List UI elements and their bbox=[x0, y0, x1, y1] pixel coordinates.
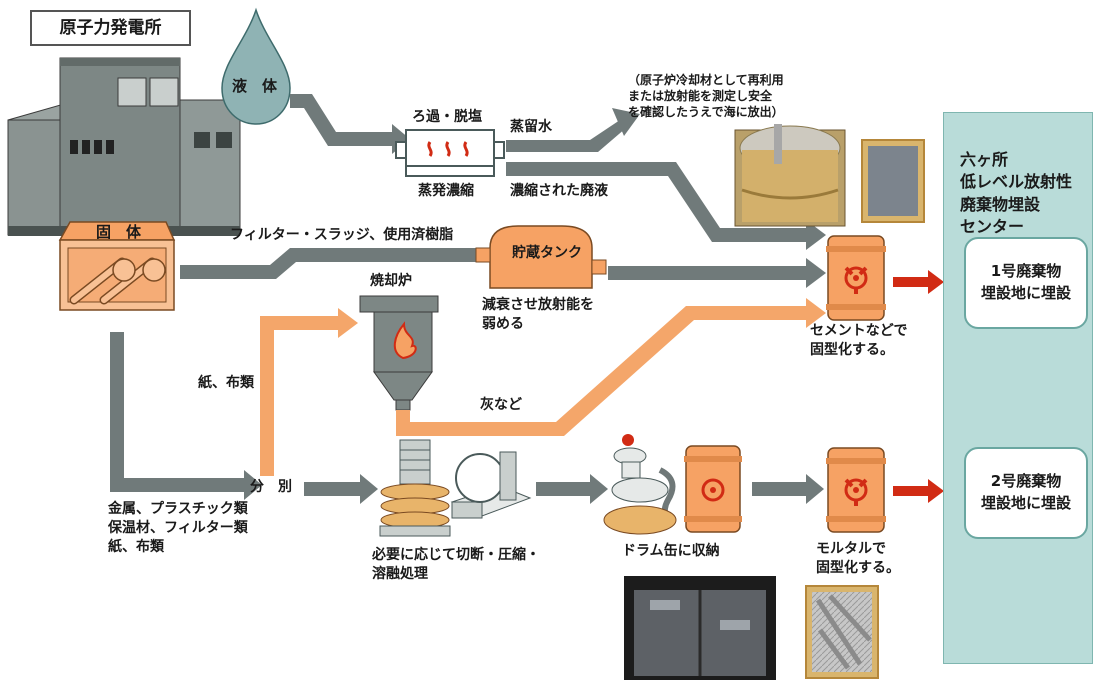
arrow-solid-to-tank bbox=[180, 248, 480, 279]
arrow-head bbox=[590, 474, 608, 504]
evaporator-icon bbox=[395, 129, 505, 177]
evaporation-label: 蒸発濃縮 bbox=[418, 183, 474, 199]
mortar-filled-photo bbox=[805, 585, 879, 679]
arrow-to-site2 bbox=[893, 486, 929, 496]
arrow-process-to-drum bbox=[536, 482, 592, 496]
concentrated-waste-label: 濃縮された廃液 bbox=[510, 183, 608, 199]
distilled-water-label: 蒸留水 bbox=[510, 119, 552, 135]
arrow-head bbox=[244, 470, 262, 500]
arrow-head bbox=[806, 258, 826, 288]
arrow-head bbox=[806, 220, 826, 250]
storage-tank-icon bbox=[475, 225, 607, 289]
ash-label: 灰など bbox=[480, 397, 522, 413]
solid-label: 固 体 bbox=[96, 223, 142, 241]
filter-label: ろ過・脱塩 bbox=[412, 109, 482, 125]
waste-drum-icon bbox=[826, 235, 886, 321]
drum-storage-label: ドラム缶に収納 bbox=[622, 543, 720, 559]
liquid-label: 液 体 bbox=[232, 77, 278, 95]
arrow-head bbox=[928, 479, 944, 503]
arrow-to-site1 bbox=[893, 277, 929, 287]
process-note: 必要に応じて切断・圧縮・ 溶融処理 bbox=[372, 547, 540, 582]
filter-sludge-label: フィルター・スラッジ、使用済樹脂 bbox=[230, 227, 454, 243]
paper-cloth-label: 紙、布類 bbox=[198, 375, 254, 391]
disposal-site-1: 1号廃棄物 埋設地に埋設 bbox=[964, 237, 1088, 329]
drum-storage-icon bbox=[603, 434, 742, 535]
arrow-head bbox=[806, 474, 824, 504]
storage-tank-label: 貯蔵タンク bbox=[512, 245, 582, 261]
arrow-head bbox=[806, 298, 826, 328]
arrow-head bbox=[338, 308, 358, 338]
mortar-drum-icon bbox=[826, 447, 886, 533]
arrow-ash-to-drum bbox=[396, 306, 806, 436]
arrow-head bbox=[612, 108, 640, 136]
drum-interior-photo bbox=[624, 576, 776, 680]
decay-note: 減衰させ放射能を 弱める bbox=[482, 297, 594, 332]
disposal-site-2: 2号廃棄物 埋設地に埋設 bbox=[964, 447, 1088, 539]
materials-note: 金属、プラスチック類 保温材、フィルター類 紙、布類 bbox=[108, 501, 248, 555]
compressor-icon bbox=[379, 439, 451, 537]
arrow-drum-to-mortar bbox=[752, 482, 806, 496]
center-title: 六ヶ所 低レベル放射性 廃棄物埋設 センター bbox=[960, 150, 1073, 237]
mortar-note: モルタルで 固型化する。 bbox=[816, 541, 900, 576]
arrow-liquid-to-filter bbox=[290, 94, 392, 146]
incinerator-icon bbox=[359, 295, 439, 411]
separation-label: 分 別 bbox=[250, 479, 292, 495]
arrow-head bbox=[360, 474, 378, 504]
page-title: 原子力発電所 bbox=[30, 10, 191, 46]
arrow-distilled bbox=[506, 120, 626, 152]
cutting-machine-icon bbox=[450, 451, 532, 519]
arrow-tank-to-drum bbox=[608, 266, 806, 280]
cement-note: セメントなどで 固型化する。 bbox=[810, 323, 908, 358]
arrow-concentrated bbox=[506, 162, 808, 242]
arrow-solid-down bbox=[110, 332, 248, 492]
rokkasho-center-panel: 六ヶ所 低レベル放射性 廃棄物埋設 センター 1号廃棄物 埋設地に埋設 2号廃棄… bbox=[943, 112, 1093, 664]
incinerator-label: 焼却炉 bbox=[370, 273, 412, 289]
power-plant-icon bbox=[7, 57, 241, 236]
water-drop-icon bbox=[221, 7, 291, 125]
concrete-block-photo bbox=[861, 139, 925, 223]
reuse-note: （原子炉冷却材として再利用 または放射能を測定し安全 を確認したうえで海に放出） bbox=[628, 73, 784, 120]
arrow-head bbox=[928, 270, 944, 294]
arrow-paper-to-incinerator bbox=[260, 316, 340, 476]
solid-waste-box-icon bbox=[58, 221, 176, 311]
cement-bucket-photo bbox=[734, 124, 846, 227]
arrow-separation-to-process bbox=[304, 482, 362, 496]
